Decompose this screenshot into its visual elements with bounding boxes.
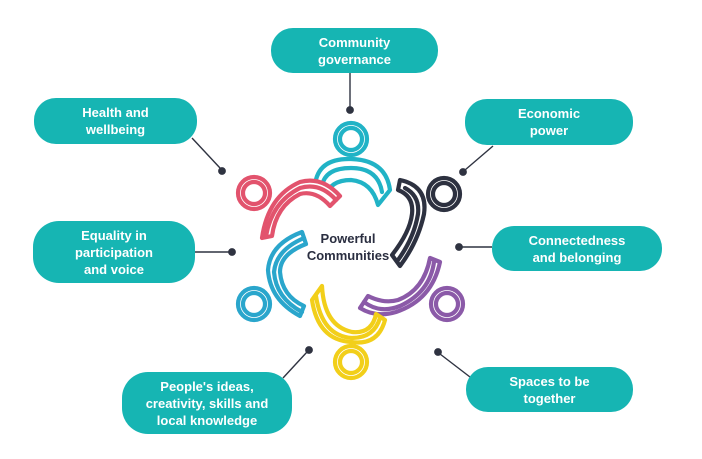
connector-governance: [346, 73, 354, 114]
figure-dark: [389, 175, 463, 269]
people-circle-icon: [235, 120, 466, 381]
connector-equality: [195, 248, 236, 256]
node-spaces-together: Spaces to be together: [466, 367, 633, 412]
connector-peoples: [282, 346, 313, 379]
connector-economic: [459, 145, 494, 176]
node-connectedness-belonging: Connectedness and belonging: [492, 226, 662, 271]
connectors: [191, 73, 494, 379]
figure-purple: [357, 255, 466, 323]
node-economic-power: Economic power: [465, 99, 633, 145]
node-community-governance: Community governance: [271, 28, 438, 73]
connector-health: [191, 137, 226, 175]
node-peoples-ideas: People's ideas, creativity, skills and l…: [122, 372, 292, 434]
figure-pink: [235, 174, 343, 241]
node-equality-participation: Equality in participation and voice: [33, 221, 195, 283]
node-health-wellbeing: Health and wellbeing: [34, 98, 197, 144]
connector-spaces: [434, 348, 471, 378]
connector-connectedness: [455, 243, 492, 251]
center-label: Powerful Communities: [306, 231, 390, 263]
figure-blue: [235, 229, 309, 323]
figure-yellow: [309, 283, 388, 381]
figure-teal: [312, 120, 393, 208]
